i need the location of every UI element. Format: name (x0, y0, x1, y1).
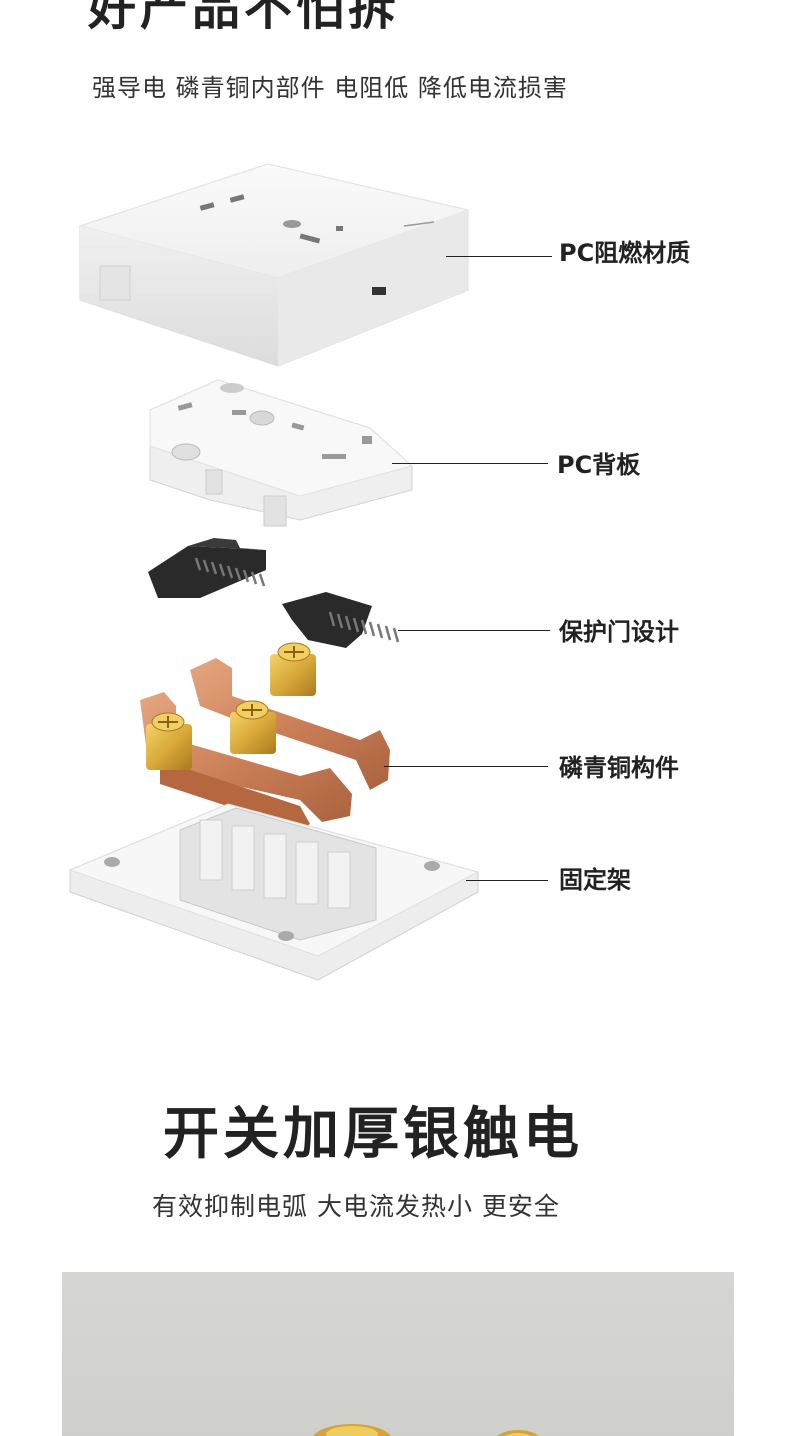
exploded-socket-illustration (68, 163, 480, 981)
callout-line-shutter (398, 630, 550, 631)
callout-line-front-cover (446, 256, 552, 257)
callout-label-conductor: 磷青铜构件 (559, 754, 679, 782)
front-cover-part (78, 163, 470, 367)
section-subtitle-disassembly: 强导电 磷青铜内部件 电阻低 降低电流损害 (92, 74, 568, 102)
callout-line-conductor (384, 766, 548, 767)
callout-label-backplate: PC背板 (557, 451, 641, 479)
callout-label-frame: 固定架 (559, 866, 631, 894)
silver-contact-photo-detail (313, 1424, 539, 1436)
pc-backplate-part (149, 379, 414, 527)
section-title-disassembly: 好产品不怕拆 (88, 0, 401, 36)
callout-line-frame (466, 880, 548, 881)
callout-label-shutter: 保护门设计 (559, 618, 679, 646)
safety-shutter-part (148, 538, 400, 648)
callout-label-front-cover: PC阻燃材质 (559, 239, 691, 267)
section-subtitle-silver-contact: 有效抑制电弧 大电流发热小 更安全 (152, 1192, 560, 1221)
phosphor-bronze-conductor-part (140, 642, 390, 830)
mounting-frame-part (68, 803, 480, 981)
callout-line-backplate (392, 463, 548, 464)
section-title-silver-contact: 开关加厚银触电 (163, 1102, 583, 1167)
silver-contact-photo (62, 1272, 734, 1436)
